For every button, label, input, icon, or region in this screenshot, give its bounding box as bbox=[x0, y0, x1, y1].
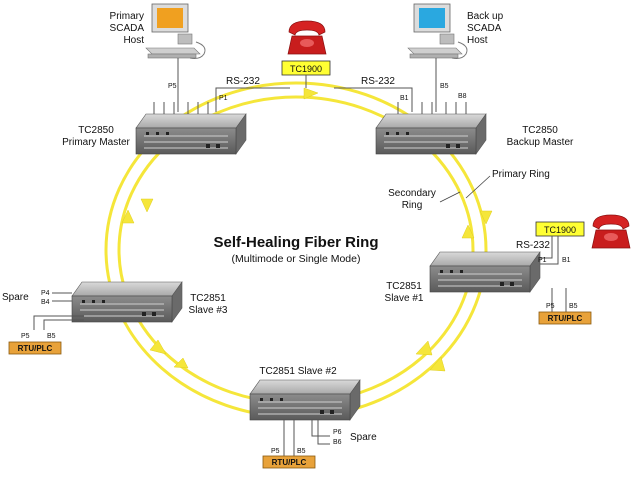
master-connector-pins bbox=[153, 102, 467, 114]
port-p5-s1: P5 bbox=[546, 303, 555, 310]
port-p1-top: P1 bbox=[219, 95, 228, 102]
backup-master-label: TC2850 Backup Master bbox=[507, 125, 574, 148]
primary-host-label: Primary SCADA Host bbox=[110, 11, 145, 46]
slave1-line2: Slave #1 bbox=[385, 293, 424, 304]
port-p5-s2: P5 bbox=[271, 448, 280, 455]
phone-icon-right bbox=[591, 214, 631, 249]
rtu-plc-slave2-label: RTU/PLC bbox=[272, 458, 307, 467]
tc2851-slave1-device bbox=[429, 251, 541, 293]
slave2-label: TC2851 Slave #2 bbox=[259, 366, 337, 377]
primary-master-label: TC2850 Primary Master bbox=[62, 125, 130, 148]
rtu-plc-slave3: RTU/PLC bbox=[8, 341, 62, 355]
backup-host-line1: Back up bbox=[467, 11, 504, 22]
secondary-ring-line2: Ring bbox=[402, 200, 423, 211]
secondary-ring-label-group: Secondary Ring bbox=[388, 188, 461, 211]
spare-slave2-label: Spare bbox=[350, 432, 377, 443]
rs232-left-label: RS-232 bbox=[226, 76, 260, 87]
slave1-cables bbox=[540, 236, 567, 312]
primary-master-line2: Primary Master bbox=[62, 137, 130, 148]
port-b1-s1: B1 bbox=[562, 257, 571, 264]
rtu-plc-slave2: RTU/PLC bbox=[262, 455, 316, 469]
backup-master-line1: TC2850 bbox=[522, 125, 558, 136]
port-p1-s1: P1 bbox=[538, 257, 547, 264]
primary-ring-label-group: Primary Ring bbox=[465, 169, 550, 199]
slave1-line1: TC2851 bbox=[386, 281, 422, 292]
slave3-line1: TC2851 bbox=[190, 293, 226, 304]
host-cables bbox=[177, 58, 437, 112]
diagram-subtitle: (Multimode or Single Mode) bbox=[232, 253, 361, 265]
rtu-plc-slave1: RTU/PLC bbox=[538, 311, 592, 325]
spare-slave3-label: Spare bbox=[2, 292, 29, 303]
port-b5-host: B5 bbox=[440, 83, 449, 90]
phone-icon bbox=[287, 20, 327, 55]
rtu-plc-slave1-label: RTU/PLC bbox=[548, 314, 583, 323]
primary-host-line1: Primary bbox=[110, 11, 144, 22]
primary-scada-host-computer bbox=[145, 3, 206, 59]
secondary-ring-line1: Secondary bbox=[388, 188, 436, 199]
backup-scada-host-computer bbox=[407, 3, 468, 59]
tc2850-primary-master-device bbox=[135, 113, 247, 155]
port-p4-s3: P4 bbox=[41, 290, 50, 297]
tc2850-backup-master-device bbox=[375, 113, 487, 155]
port-b1-top: B1 bbox=[400, 95, 409, 102]
tc2851-slave3-device bbox=[71, 281, 183, 323]
rtu-plc-slave3-label: RTU/PLC bbox=[18, 344, 53, 353]
backup-host-line3: Host bbox=[467, 35, 488, 46]
primary-master-line1: TC2850 bbox=[78, 125, 114, 136]
port-p5-s3: P5 bbox=[21, 333, 30, 340]
ring-direction-arrows bbox=[121, 87, 493, 372]
slave3-label: TC2851 Slave #3 bbox=[189, 293, 228, 316]
port-b4-s3: B4 bbox=[41, 299, 50, 306]
backup-master-line2: Backup Master bbox=[507, 137, 574, 148]
port-b5-s1: B5 bbox=[569, 303, 578, 310]
backup-host-label: Back up SCADA Host bbox=[467, 11, 504, 46]
port-p6-s2: P6 bbox=[333, 429, 342, 436]
port-b5-s2: B5 bbox=[297, 448, 306, 455]
backup-host-line2: SCADA bbox=[467, 23, 502, 34]
slave1-label: TC2851 Slave #1 bbox=[385, 281, 424, 304]
slave3-line2: Slave #3 bbox=[189, 305, 228, 316]
rs232-right-label: RS-232 bbox=[361, 76, 395, 87]
tc2851-slave2-device bbox=[249, 379, 361, 421]
port-b5-s3: B5 bbox=[47, 333, 56, 340]
tc1900-top-label: TC1900 bbox=[290, 64, 322, 74]
slave2-cables bbox=[283, 420, 330, 456]
slave3-cables bbox=[33, 292, 84, 330]
rs232-slave1-label: RS-232 bbox=[516, 240, 550, 251]
port-p5-host: P5 bbox=[168, 83, 177, 90]
tc1900-top: TC1900 bbox=[281, 60, 331, 88]
port-b6-s2: B6 bbox=[333, 439, 342, 446]
diagram-title: Self-Healing Fiber Ring bbox=[213, 234, 378, 251]
tc1900-right: TC1900 bbox=[535, 221, 585, 237]
primary-host-line2: SCADA bbox=[110, 23, 145, 34]
tc1900-right-label: TC1900 bbox=[544, 225, 576, 235]
port-b8-host: B8 bbox=[458, 93, 467, 100]
primary-ring-label: Primary Ring bbox=[492, 169, 550, 180]
primary-host-line3: Host bbox=[123, 35, 144, 46]
